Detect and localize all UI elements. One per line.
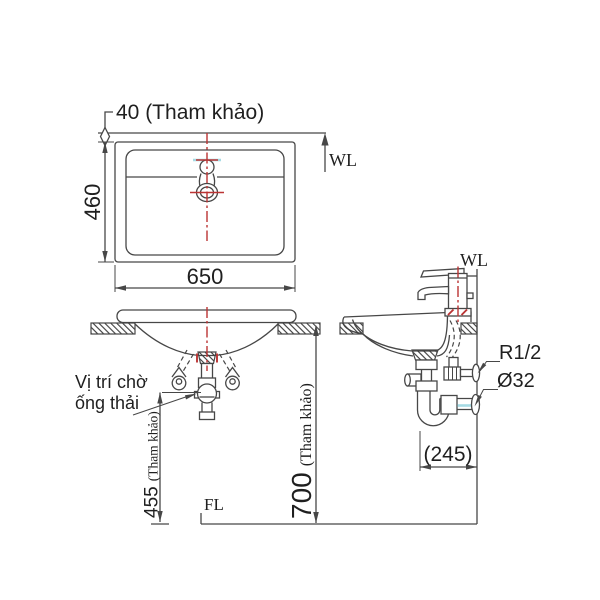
waste-leader (474, 389, 498, 407)
dim-460 (98, 141, 114, 263)
depth-dim-label: 460 (80, 184, 105, 221)
counter-section-back (460, 322, 478, 335)
supply-hoses-dashed (446, 320, 461, 358)
drain-note-line1: Vị trí chờ (75, 372, 148, 392)
offset-40-leader (99, 111, 113, 150)
counter-section-left (90, 322, 136, 335)
drain-height-dim-label: 455(Tham khảo) (142, 411, 163, 518)
offset-40-label: 40 (Tham khảo) (116, 101, 264, 124)
front-view: Vị trí chờ ống thải 455(Tham khảo) FL 70… (75, 307, 477, 525)
basin-inner-rect (125, 149, 285, 256)
mounting-anchor-left-icon (171, 349, 195, 391)
faucet-side-icon (417, 267, 474, 317)
drain-trap-side (404, 349, 472, 427)
floor-label: FL (204, 495, 224, 514)
dim-245 (419, 431, 477, 471)
supply-leader (477, 361, 500, 374)
plan-wall-label: WL (329, 150, 357, 170)
dim-455 (157, 392, 201, 522)
wall-level-arrow-icon (321, 133, 329, 172)
supply-wall-flange (471, 363, 481, 383)
plan-view: WL 40 (Tham khảo) 460 (80, 101, 357, 292)
counter-height-dim-label: 700(Tham khảo) (286, 383, 317, 519)
dim-700 (313, 325, 319, 523)
width-dim-label: 650 (187, 264, 224, 289)
angle-valve-icon (443, 356, 476, 381)
counter-section-right (277, 322, 321, 335)
bowl-shell-profile (362, 333, 451, 357)
bowl-interior-profile (351, 313, 449, 352)
counter-section-front (339, 322, 364, 335)
dim-650 (114, 265, 296, 292)
side-wall-label: WL (460, 250, 488, 270)
side-view: WL R1/2 Ø32 (245) (339, 250, 541, 524)
mounting-anchor-right-icon (218, 349, 241, 391)
supply-thread-label: R1/2 (499, 342, 541, 364)
drain-note-line2: ống thải (75, 393, 139, 413)
drain-note-leader (132, 393, 197, 416)
trap-offset-dim-label: (245) (423, 443, 472, 466)
waste-pipe-label: Ø32 (497, 370, 535, 392)
